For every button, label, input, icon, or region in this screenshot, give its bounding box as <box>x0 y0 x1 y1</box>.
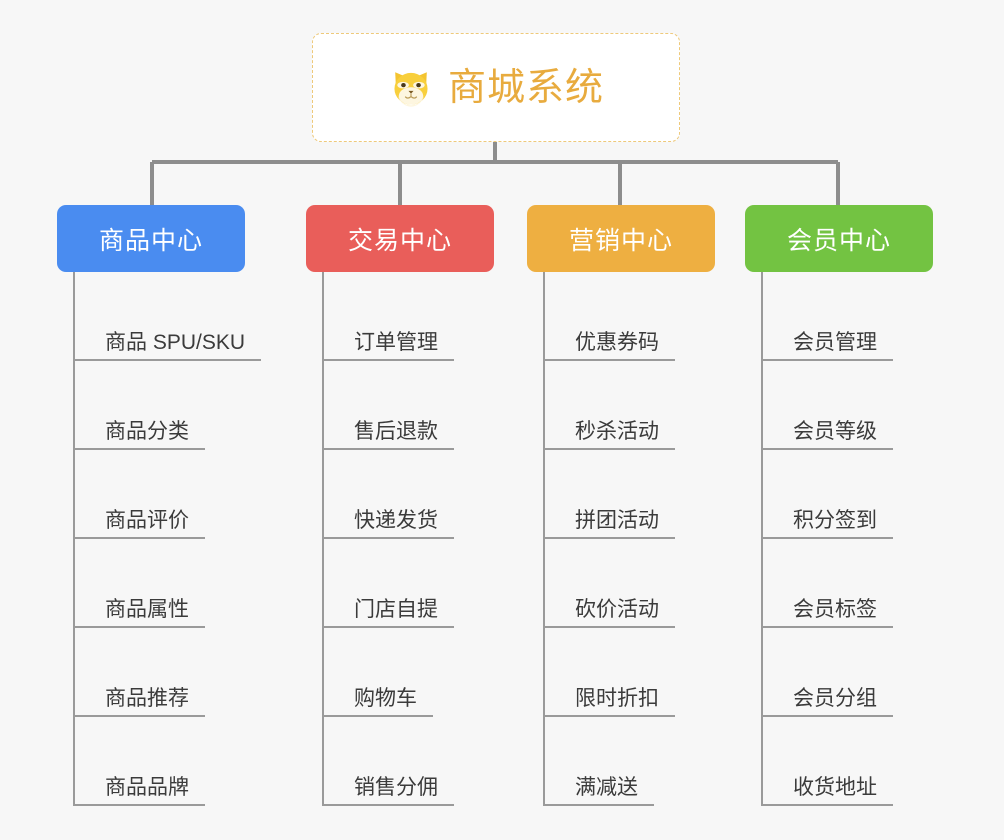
list-item[interactable]: 秒杀活动 <box>545 361 675 450</box>
leaf-label: 拼团活动 <box>545 509 675 539</box>
category-title-0: 商品中心 <box>98 226 203 255</box>
leaf-label: 限时折扣 <box>545 687 675 717</box>
leaf-label: 商品属性 <box>75 598 205 628</box>
list-item[interactable]: 限时折扣 <box>545 628 675 717</box>
category-title-1: 交易中心 <box>347 226 452 255</box>
leaf-label: 购物车 <box>324 687 433 717</box>
leaf-label: 商品推荐 <box>75 687 205 717</box>
list-item[interactable]: 砍价活动 <box>545 539 675 628</box>
leaf-label: 快递发货 <box>324 509 454 539</box>
leaf-stack-0: 商品 SPU/SKU 商品分类 商品评价 商品属性 商品推荐 商品品牌 <box>73 272 262 806</box>
leaf-label: 会员标签 <box>763 598 893 628</box>
shiba-dog-face-icon <box>388 65 434 111</box>
leaf-label: 会员管理 <box>763 331 893 361</box>
category-title-3: 会员中心 <box>786 226 891 255</box>
category-column-0: 商品中心 商品 SPU/SKU 商品分类 商品评价 商品属性 商品推荐 商品品牌 <box>57 205 262 806</box>
list-item[interactable]: 拼团活动 <box>545 450 675 539</box>
list-item[interactable]: 满减送 <box>545 717 675 806</box>
leaf-label: 商品品牌 <box>75 776 205 806</box>
leaf-label: 收货地址 <box>763 776 893 806</box>
root-node[interactable]: 商城系统 <box>312 33 680 142</box>
list-item[interactable]: 会员等级 <box>763 361 893 450</box>
leaf-label: 商品评价 <box>75 509 205 539</box>
leaf-label: 销售分佣 <box>324 776 454 806</box>
category-column-2: 营销中心 优惠券码 秒杀活动 拼团活动 砍价活动 限时折扣 满减送 <box>527 205 715 806</box>
list-item[interactable]: 购物车 <box>324 628 454 717</box>
list-item[interactable]: 会员管理 <box>763 272 893 361</box>
list-item[interactable]: 积分签到 <box>763 450 893 539</box>
category-column-3: 会员中心 会员管理 会员等级 积分签到 会员标签 会员分组 收货地址 <box>745 205 933 806</box>
list-item[interactable]: 门店自提 <box>324 539 454 628</box>
leaf-label: 满减送 <box>545 776 654 806</box>
leaf-label: 售后退款 <box>324 420 454 450</box>
category-header-1[interactable]: 交易中心 <box>306 205 494 272</box>
list-item[interactable]: 订单管理 <box>324 272 454 361</box>
leaf-label: 砍价活动 <box>545 598 675 628</box>
list-item[interactable]: 商品推荐 <box>75 628 261 717</box>
category-header-0[interactable]: 商品中心 <box>57 205 245 272</box>
leaf-stack-3: 会员管理 会员等级 积分签到 会员标签 会员分组 收货地址 <box>761 272 893 806</box>
category-header-2[interactable]: 营销中心 <box>527 205 715 272</box>
leaf-label: 积分签到 <box>763 509 893 539</box>
list-item[interactable]: 售后退款 <box>324 361 454 450</box>
leaf-label: 订单管理 <box>324 331 454 361</box>
list-item[interactable]: 销售分佣 <box>324 717 454 806</box>
leaf-label: 门店自提 <box>324 598 454 628</box>
leaf-stack-1: 订单管理 售后退款 快递发货 门店自提 购物车 销售分佣 <box>322 272 454 806</box>
list-item[interactable]: 会员分组 <box>763 628 893 717</box>
leaf-label: 优惠券码 <box>545 331 675 361</box>
category-header-3[interactable]: 会员中心 <box>745 205 933 272</box>
page-title: 商城系统 <box>447 66 604 109</box>
list-item[interactable]: 收货地址 <box>763 717 893 806</box>
category-title-2: 营销中心 <box>568 226 673 255</box>
leaf-label: 商品 SPU/SKU <box>75 331 262 361</box>
list-item[interactable]: 商品 SPU/SKU <box>75 272 262 361</box>
leaf-label: 会员分组 <box>763 687 893 717</box>
list-item[interactable]: 商品评价 <box>75 450 261 539</box>
leaf-label: 秒杀活动 <box>545 420 675 450</box>
category-column-1: 交易中心 订单管理 售后退款 快递发货 门店自提 购物车 销售分佣 <box>306 205 494 806</box>
list-item[interactable]: 优惠券码 <box>545 272 675 361</box>
leaf-stack-2: 优惠券码 秒杀活动 拼团活动 砍价活动 限时折扣 满减送 <box>543 272 675 806</box>
list-item[interactable]: 商品分类 <box>75 361 261 450</box>
list-item[interactable]: 快递发货 <box>324 450 454 539</box>
leaf-label: 商品分类 <box>75 420 205 450</box>
list-item[interactable]: 商品品牌 <box>75 717 261 806</box>
leaf-label: 会员等级 <box>763 420 893 450</box>
list-item[interactable]: 会员标签 <box>763 539 893 628</box>
list-item[interactable]: 商品属性 <box>75 539 261 628</box>
